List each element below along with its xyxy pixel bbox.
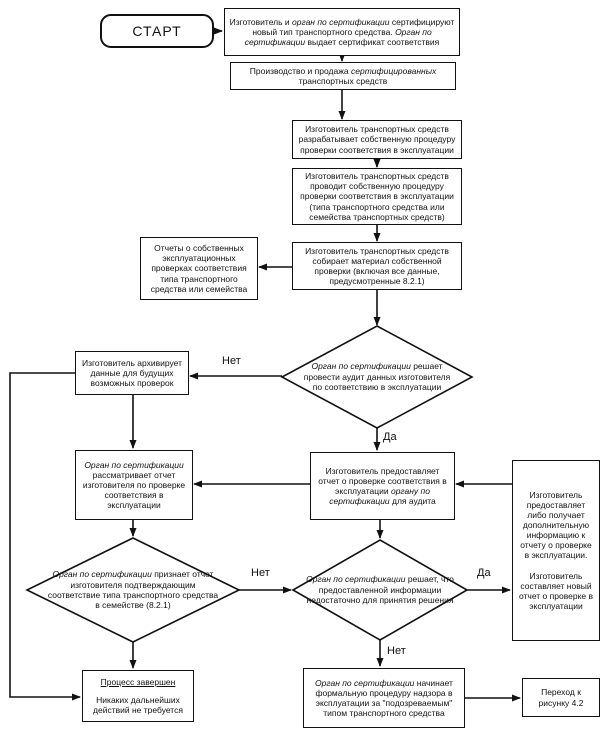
decision-audit-label: Орган по сертификации решает провести ау…: [303, 361, 451, 393]
process-review-text: Орган по сертификации рассматривает отче…: [82, 459, 186, 511]
edge-label-no-audit: Нет: [222, 355, 241, 367]
process-additional-info: Изготовитель предоставляет либо получает…: [512, 460, 600, 641]
edge-label-no-insufficient: Нет: [387, 645, 406, 657]
start-node: СТАРТ: [100, 14, 214, 48]
process-production-text: Производство и продажа сертифицированных…: [249, 65, 437, 86]
process-provide-text: Изготовитель предоставляет отчет о прове…: [318, 465, 447, 507]
decision-accept-shape: [25, 537, 241, 643]
decision-insufficient-text: Орган по сертификации решает, что предос…: [304, 560, 456, 620]
process-formal-surveillance: Орган по сертификации начинает формальну…: [303, 668, 465, 728]
process-conduct-procedure: Изготовитель транспортных средств провод…: [292, 168, 462, 225]
process-archive-data: Изготовитель архивирует данные для будущ…: [75, 351, 189, 395]
process-archive-text: Изготовитель архивирует данные для будущ…: [82, 357, 182, 388]
decision-audit-shape: [280, 325, 474, 429]
terminal-process-complete: Процесс завершен Никаких дальнейших дейс…: [82, 670, 194, 722]
process-develop-procedure: Изготовитель транспортных средств разраб…: [292, 120, 462, 159]
process-certify-new-type: Изготовитель и орган по сертификации сер…: [224, 8, 460, 56]
edge-label-yes-audit: Да: [383, 431, 397, 443]
process-review-report: Орган по сертификации рассматривает отче…: [75, 450, 193, 520]
connector-archive-done: [9, 372, 81, 701]
decision-accept-text: Орган по сертификации признает отчет изг…: [46, 556, 220, 624]
decision-insufficient-shape: [291, 539, 469, 641]
terminal-goto-figure-42: Переход к рисунку 4.2: [522, 678, 600, 717]
terminal-complete-body: Никаких дальнейших действий не требуется: [93, 694, 183, 715]
process-conduct-text: Изготовитель транспортных средств провод…: [300, 171, 454, 222]
process-production-sale: Производство и продажа сертифицированных…: [230, 62, 456, 90]
process-provide-report: Изготовитель предоставляет отчет о прове…: [310, 452, 455, 520]
decision-accept-label: Орган по сертификации признает отчет изг…: [47, 569, 219, 611]
terminal-complete-title: Процесс завершен: [100, 676, 176, 687]
process-collect-text: Изготовитель транспортных средств собира…: [305, 245, 449, 287]
edge-label-yes-insufficient: Да: [477, 567, 491, 579]
decision-insufficient-label: Орган по сертификации решает, что предос…: [306, 574, 454, 606]
terminal-goto-figure-42-text: Переход к рисунку 4.2: [538, 687, 584, 708]
process-certify-text: Изготовитель и орган по сертификации сер…: [229, 16, 455, 47]
process-collect-material: Изготовитель транспортных средств собира…: [292, 242, 462, 290]
process-inservice-reports-text: Отчеты о собственных эксплуатационных пр…: [150, 243, 248, 294]
process-develop-text: Изготовитель транспортных средств разраб…: [298, 124, 456, 155]
process-additional-info-p2: Изготовитель составляет новый отчет о пр…: [518, 571, 593, 612]
start-label: СТАРТ: [132, 22, 182, 39]
decision-audit-text: Орган по сертификации решает провести ау…: [300, 343, 454, 411]
process-inservice-reports: Отчеты о собственных эксплуатационных пр…: [140, 237, 258, 300]
process-additional-info-p1: Изготовитель предоставляет либо получает…: [520, 489, 592, 560]
edge-label-no-accept: Нет: [251, 567, 270, 579]
process-formal-surveillance-text: Орган по сертификации начинает формальну…: [315, 677, 453, 719]
